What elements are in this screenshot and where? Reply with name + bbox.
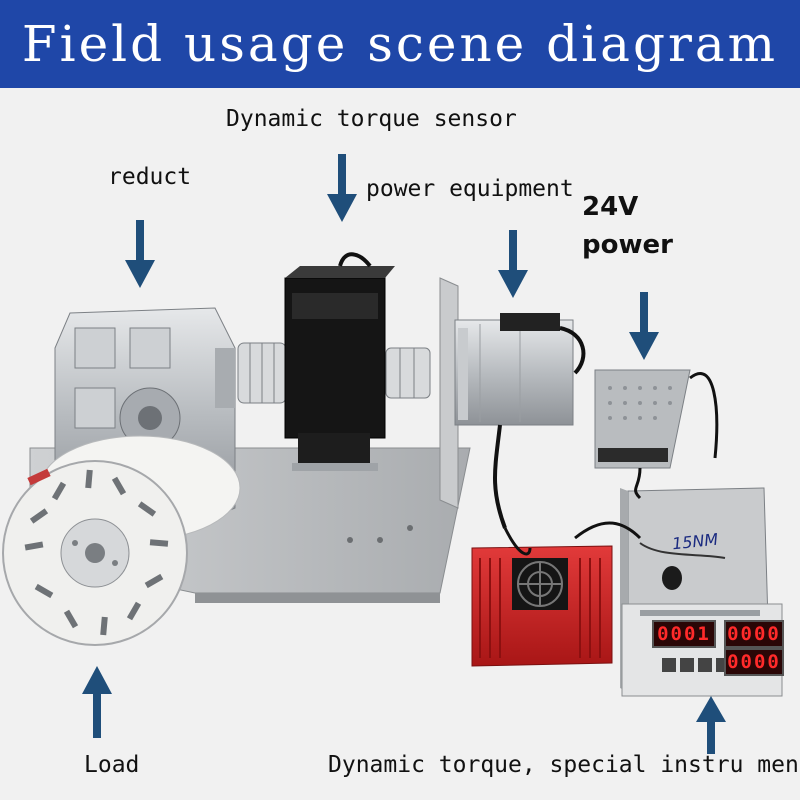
coupling-left (237, 342, 287, 404)
cables (503, 467, 642, 556)
motor-driver (471, 545, 613, 667)
arrow-up-icon (82, 666, 112, 738)
instrument-display-right-top: 0000 (724, 620, 784, 648)
coupling-right (385, 347, 431, 399)
label-load: Load (84, 752, 140, 778)
label-reduct: reduct (108, 164, 192, 190)
support-plate (439, 277, 459, 509)
power-supply (594, 369, 719, 469)
label-instrument: Dynamic torque, special instru ment (328, 752, 800, 778)
arrow-down-icon (498, 230, 528, 298)
instrument-display-left: 0001 (652, 620, 716, 648)
label-torque-sensor: Dynamic torque sensor (226, 106, 517, 132)
torque-sensor-block (284, 252, 395, 471)
arrow-down-icon (629, 292, 659, 360)
title-bar: Field usage scene diagram (0, 0, 800, 88)
arrow-up-icon (696, 696, 726, 754)
arrow-down-icon (125, 220, 155, 288)
equipment-illustration (2, 252, 783, 697)
label-24v: 24V (582, 192, 639, 222)
scene-photo: 0001 0000 0000 15NM Dynamic torque senso… (0, 88, 800, 800)
arrow-down-icon (327, 154, 357, 222)
instrument-display-right-bottom: 0000 (724, 648, 784, 676)
label-power: power (582, 230, 673, 260)
page-title: Field usage scene diagram (21, 15, 779, 73)
label-power-equipment: power equipment (366, 176, 574, 202)
servo-motor (454, 313, 586, 529)
load-brake (2, 435, 241, 646)
